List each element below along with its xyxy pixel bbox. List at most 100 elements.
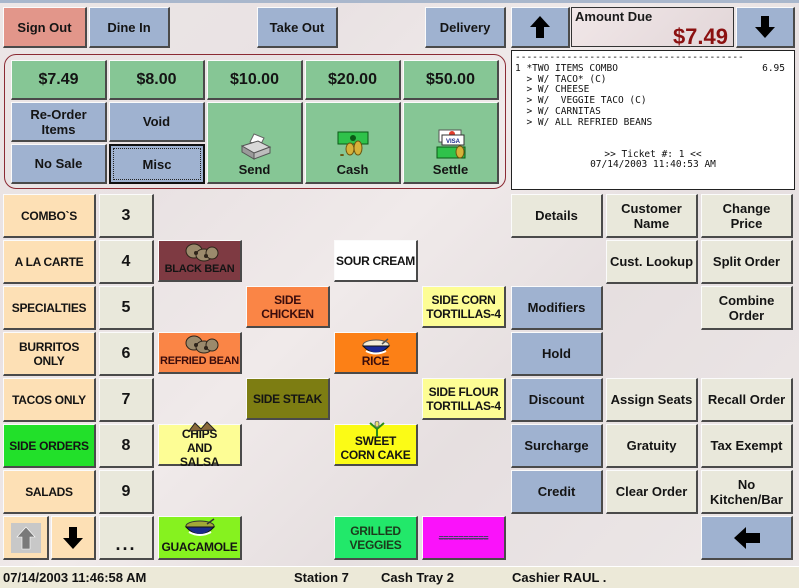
item-label: SIDE CHICKEN <box>261 292 314 321</box>
no-sale-button[interactable]: No Sale <box>11 144 107 184</box>
item-black-bean[interactable]: BLACK BEAN <box>158 240 242 282</box>
recall-order-button[interactable]: Recall Order <box>701 378 793 422</box>
page-5-button[interactable]: 5 <box>99 286 154 330</box>
payment-panel <box>4 54 506 189</box>
page-number: 5 <box>121 299 131 316</box>
page-6-button[interactable]: 6 <box>99 332 154 376</box>
category-tacos-only[interactable]: TACOS ONLY <box>3 378 96 422</box>
item-label: GRILLED VEGGIES <box>349 523 402 552</box>
status-bar: 07/14/2003 11:46:58 AM Station 7 Cash Tr… <box>0 566 799 588</box>
quick-amount-button-2[interactable]: $8.00 <box>109 60 205 100</box>
take-out-button[interactable]: Take Out <box>257 7 338 48</box>
settle-label: Settle <box>432 162 469 177</box>
send-button[interactable]: Send <box>207 102 303 184</box>
hold-button[interactable]: Hold <box>511 332 603 376</box>
item-grilled-veggies[interactable]: GRILLED VEGGIES <box>334 516 418 560</box>
page-9-button[interactable]: 9 <box>99 470 154 514</box>
item-side-chicken[interactable]: SIDE CHICKEN <box>246 286 330 328</box>
bowl-icon <box>361 338 390 355</box>
receipt-scroll-down-button[interactable] <box>736 7 795 48</box>
page-4-button[interactable]: 4 <box>99 240 154 284</box>
item-side-steak[interactable]: SIDE STEAK <box>246 378 330 420</box>
customer-name-button[interactable]: Customer Name <box>606 194 698 238</box>
clear-order-label: Clear Order <box>615 484 688 499</box>
page-number: 7 <box>121 391 131 408</box>
settle-button[interactable]: VISA Settle <box>403 102 499 184</box>
misc-button[interactable]: Misc <box>109 144 205 184</box>
category-scroll-up-button[interactable] <box>3 516 49 560</box>
discount-button[interactable]: Discount <box>511 378 603 422</box>
receipt-scroll-up-button[interactable] <box>511 7 570 48</box>
gratuity-label: Gratuity <box>626 438 677 453</box>
combine-order-button[interactable]: Combine Order <box>701 286 793 330</box>
page-number: 6 <box>121 345 131 362</box>
item-label: SOUR CREAM <box>335 253 415 268</box>
modifiers-button[interactable]: Modifiers <box>511 286 603 330</box>
details-button[interactable]: Details <box>511 194 603 238</box>
status-cashier: Cashier RAUL . <box>512 570 607 585</box>
dine-in-button[interactable]: Dine In <box>89 7 170 48</box>
ticket-timestamp: 07/14/2003 11:40:53 AM <box>590 159 716 171</box>
page-7-button[interactable]: 7 <box>99 378 154 422</box>
clear-order-button[interactable]: Clear Order <box>606 470 698 514</box>
sign-out-button[interactable]: Sign Out <box>3 7 87 48</box>
change-price-button[interactable]: Change Price <box>701 194 793 238</box>
cash-label: Cash <box>336 162 369 177</box>
no-kitchen-bar-label: No Kitchen/Bar <box>710 476 783 507</box>
item-separator-button[interactable]: ========== <box>422 516 506 560</box>
cash-icon <box>337 131 368 156</box>
item-rice[interactable]: RICE <box>334 332 418 374</box>
gratuity-button[interactable]: Gratuity <box>606 424 698 468</box>
item-side-corn-tortillas[interactable]: SIDE CORN TORTILLAS-4 <box>422 286 506 328</box>
item-refried-bean[interactable]: REFRIED BEAN <box>158 332 242 374</box>
page-8-button[interactable]: 8 <box>99 424 154 468</box>
back-button[interactable] <box>701 516 793 560</box>
page-3-button[interactable]: 3 <box>99 194 154 238</box>
category-scroll-down-button[interactable] <box>51 516 96 560</box>
tax-exempt-button[interactable]: Tax Exempt <box>701 424 793 468</box>
page-number: 8 <box>121 437 131 454</box>
reorder-items-button[interactable]: Re-Order Items <box>11 102 107 142</box>
status-station: Station 7 <box>294 570 349 585</box>
item-side-flour-tortillas[interactable]: SIDE FLOUR TORTILLAS-4 <box>422 378 506 420</box>
surcharge-button[interactable]: Surcharge <box>511 424 603 468</box>
cust-lookup-button[interactable]: Cust. Lookup <box>606 240 698 284</box>
delivery-button[interactable]: Delivery <box>425 7 506 48</box>
quick-amount-button-1[interactable]: $7.49 <box>11 60 107 100</box>
item-sour-cream[interactable]: SOUR CREAM <box>334 240 418 282</box>
split-order-button[interactable]: Split Order <box>701 240 793 284</box>
item-chips-and-salsa[interactable]: CHIPS AND SALSA <box>158 421 242 469</box>
category-burritos-only[interactable]: BURRITOS ONLY <box>3 332 96 376</box>
assign-seats-button[interactable]: Assign Seats <box>606 378 698 422</box>
category-combos[interactable]: COMBO`S <box>3 194 96 238</box>
item-label: ========== <box>438 532 489 543</box>
credit-button[interactable]: Credit <box>511 470 603 514</box>
category-salads[interactable]: SALADS <box>3 470 96 514</box>
item-guacamole[interactable]: GUACAMOLE <box>158 516 242 560</box>
item-sweet-corn-cake[interactable]: SWEET CORN CAKE <box>334 421 418 466</box>
no-kitchen-bar-button[interactable]: No Kitchen/Bar <box>701 470 793 514</box>
customer-name-label: Customer Name <box>621 200 682 231</box>
category-side-orders[interactable]: SIDE ORDERS <box>3 424 96 468</box>
item-label: GUACAMOLE <box>161 540 238 554</box>
no-sale-label: No Sale <box>34 156 83 171</box>
surcharge-label: Surcharge <box>524 438 589 453</box>
receipt-separator: ---------------------------------------- <box>515 52 744 63</box>
cash-button[interactable]: Cash <box>305 102 401 184</box>
more-pages-button[interactable]: ... <box>99 516 154 560</box>
void-button[interactable]: Void <box>109 102 205 142</box>
amount-due-label: Amount Due <box>575 9 653 24</box>
category-label: SPECIALTIES <box>11 300 87 315</box>
item-label: SIDE STEAK <box>252 391 322 406</box>
category-a-la-carte[interactable]: A LA CARTE <box>3 240 96 284</box>
item-label: SIDE CORN TORTILLAS-4 <box>426 292 501 321</box>
page-number: 9 <box>121 483 131 500</box>
category-specialties[interactable]: SPECIALTIES <box>3 286 96 330</box>
dine-in-label: Dine In <box>107 19 151 35</box>
quick-amount-button-4[interactable]: $20.00 <box>305 60 401 100</box>
page-number: 4 <box>121 253 131 270</box>
details-label: Details <box>535 208 578 223</box>
quick-amount-button-3[interactable]: $10.00 <box>207 60 303 100</box>
quick-amount-button-5[interactable]: $50.00 <box>403 60 499 100</box>
item-label: REFRIED BEAN <box>160 355 239 367</box>
